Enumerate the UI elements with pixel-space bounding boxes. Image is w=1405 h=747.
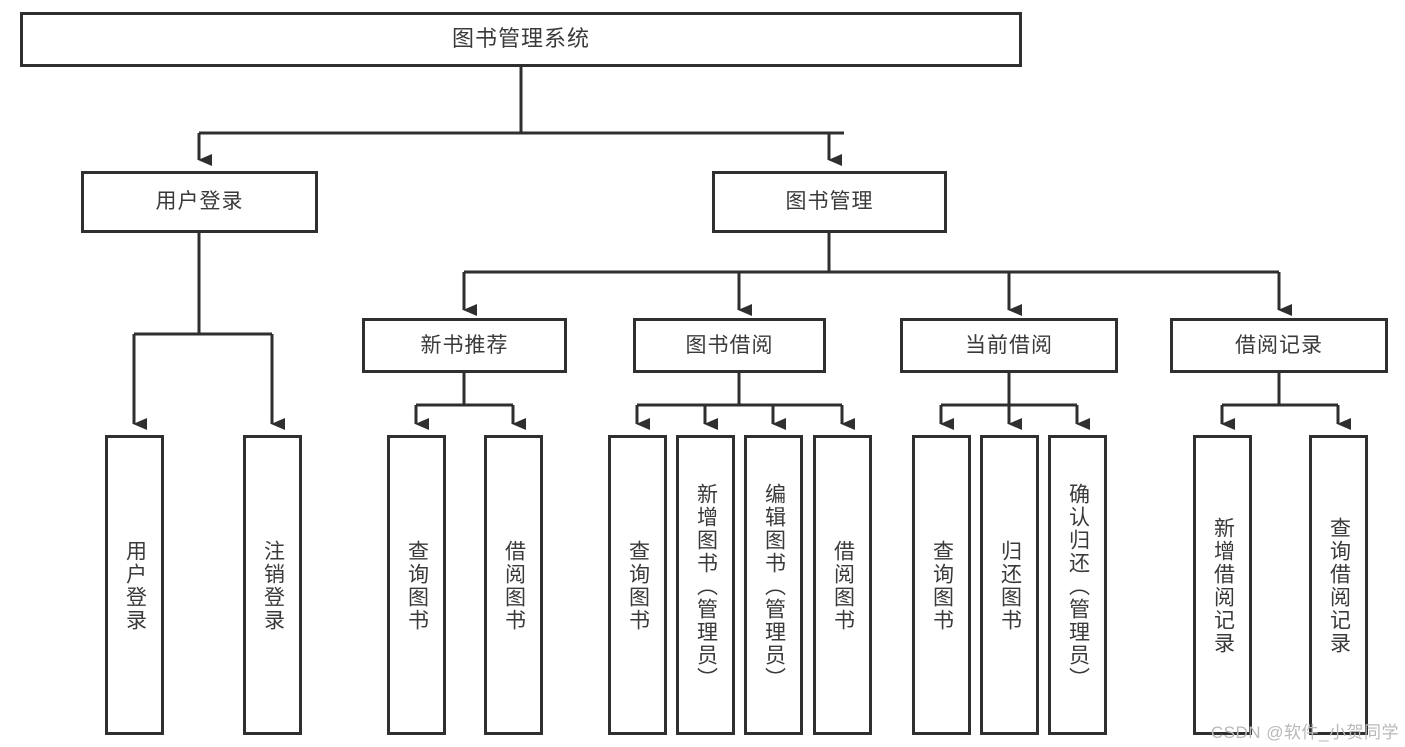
node-leaf-query-book-current[interactable]: 查询图书 xyxy=(912,435,971,735)
node-leaf-add-book-admin[interactable]: 新增图书（管理员） xyxy=(676,435,735,735)
node-leaf-confirm-return-admin[interactable]: 确认归还（管理员） xyxy=(1048,435,1107,735)
node-label: 注销登录 xyxy=(261,540,285,632)
node-label: 用户登录 xyxy=(123,540,147,632)
node-leaf-user-login[interactable]: 用户登录 xyxy=(105,435,164,735)
node-leaf-borrow-book-recommend[interactable]: 借阅图书 xyxy=(484,435,543,735)
node-label: 新增借阅记录 xyxy=(1211,517,1235,655)
node-user-login[interactable]: 用户登录 xyxy=(81,171,318,233)
node-label: 归还图书 xyxy=(998,540,1022,632)
node-leaf-add-borrow-record[interactable]: 新增借阅记录 xyxy=(1193,435,1252,735)
node-label: 查询图书 xyxy=(626,540,650,632)
node-label: 图书管理 xyxy=(785,190,874,214)
node-label: 借阅图书 xyxy=(502,540,526,632)
node-label: 图书借阅 xyxy=(685,333,774,357)
node-label: 查询图书 xyxy=(405,540,429,632)
watermark-text: CSDN @软件_小贺同学 xyxy=(1210,723,1399,742)
node-label: 当前借阅 xyxy=(965,333,1053,357)
node-leaf-user-logout[interactable]: 注销登录 xyxy=(243,435,302,735)
node-new-book-recommend[interactable]: 新书推荐 xyxy=(362,318,567,373)
node-root-system[interactable]: 图书管理系统 xyxy=(20,12,1022,67)
node-label: 借阅图书 xyxy=(831,540,855,632)
node-label: 新增图书（管理员） xyxy=(694,482,718,690)
node-current-borrow[interactable]: 当前借阅 xyxy=(900,318,1118,373)
node-label: 编辑图书（管理员） xyxy=(762,482,786,690)
node-leaf-borrow-book[interactable]: 借阅图书 xyxy=(813,435,872,735)
node-label: 用户登录 xyxy=(155,190,244,214)
node-label: 查询借阅记录 xyxy=(1327,517,1351,655)
node-label: 新书推荐 xyxy=(420,333,509,357)
node-label: 借阅记录 xyxy=(1235,333,1323,357)
node-label: 确认归还（管理员） xyxy=(1066,482,1090,690)
node-label: 图书管理系统 xyxy=(451,26,590,52)
node-leaf-query-book-recommend[interactable]: 查询图书 xyxy=(387,435,446,735)
node-book-borrow[interactable]: 图书借阅 xyxy=(633,318,826,373)
node-leaf-return-book[interactable]: 归还图书 xyxy=(980,435,1039,735)
node-borrow-record[interactable]: 借阅记录 xyxy=(1170,318,1388,373)
node-leaf-query-borrow-record[interactable]: 查询借阅记录 xyxy=(1309,435,1368,735)
node-label: 查询图书 xyxy=(930,540,954,632)
node-book-manage[interactable]: 图书管理 xyxy=(712,171,947,233)
node-leaf-edit-book-admin[interactable]: 编辑图书（管理员） xyxy=(744,435,803,735)
node-leaf-query-book-borrow[interactable]: 查询图书 xyxy=(608,435,667,735)
